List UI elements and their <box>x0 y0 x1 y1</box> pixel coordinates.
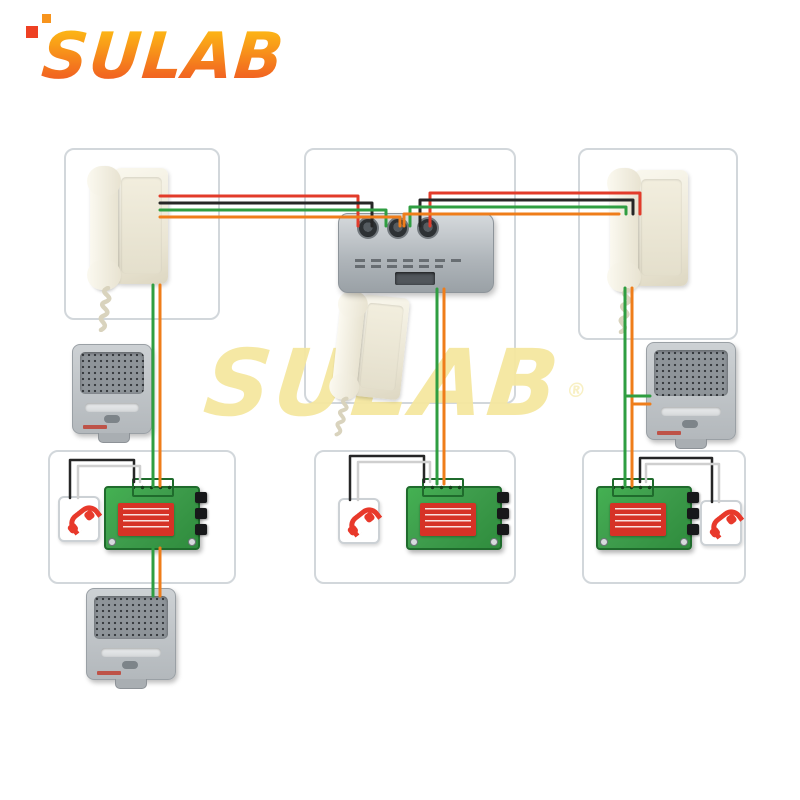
sulab-logo: SULAB <box>26 12 288 108</box>
speaker-slot <box>101 648 161 658</box>
logo-square-red-icon <box>26 26 38 38</box>
speaker-slot <box>85 402 139 412</box>
call-button <box>104 415 121 424</box>
pcb-connector <box>195 524 207 535</box>
connector-socket-icon <box>417 217 439 239</box>
telephone-icon-box-left <box>58 496 103 542</box>
speaker-station-right <box>646 342 736 449</box>
display-slot <box>395 272 435 285</box>
speaker-grille <box>654 350 728 397</box>
wall-handset-unit-top-left <box>87 166 172 332</box>
telephone-icon-box-center <box>338 498 383 544</box>
screw-icon <box>410 538 418 546</box>
pcb-module-left <box>104 478 207 550</box>
terminal-block <box>612 478 654 497</box>
mount-foot <box>115 679 148 689</box>
brand-label <box>97 671 121 675</box>
handset-cord <box>334 396 349 437</box>
pcb-connector <box>687 508 699 519</box>
registered-mark: ® <box>564 378 591 402</box>
pcb-connector <box>497 492 509 503</box>
telephone-handset-icon <box>702 504 745 541</box>
screw-icon <box>490 538 498 546</box>
wall-handset-unit-top-right <box>607 168 692 334</box>
master-control-box <box>338 213 494 293</box>
connector-socket-icon <box>387 217 409 239</box>
speaker-grille <box>80 352 144 395</box>
logo-text: SULAB <box>38 20 288 94</box>
pcb-connector <box>195 492 207 503</box>
terminal-block <box>422 478 464 497</box>
pcb-connector <box>497 524 509 535</box>
panel-marking <box>355 265 443 268</box>
pcb-red-label <box>420 503 476 536</box>
brand-label <box>657 431 681 435</box>
screw-icon <box>108 538 116 546</box>
pcb-connector <box>195 508 207 519</box>
handset-cord <box>618 288 632 334</box>
speaker-station-bottom <box>86 588 176 689</box>
telephone-handset-icon <box>60 500 103 537</box>
screw-icon <box>188 538 196 546</box>
screw-icon <box>680 538 688 546</box>
connector-socket-icon <box>357 217 379 239</box>
handset-receiver <box>87 166 121 290</box>
logo-square-orange-icon <box>42 14 51 23</box>
wall-handset-unit-center <box>328 290 414 437</box>
call-button <box>122 661 139 670</box>
mount-foot <box>675 439 708 449</box>
pcb-module-center <box>406 478 509 550</box>
handset-base-plate <box>114 168 168 284</box>
pcb-connector <box>687 492 699 503</box>
speaker-slot <box>661 406 721 416</box>
pcb-connector <box>687 524 699 535</box>
speaker-station-left <box>72 344 152 443</box>
panel-marking <box>355 259 465 262</box>
handset-cord <box>98 286 112 332</box>
terminal-block <box>132 478 174 497</box>
handset-receiver <box>607 168 641 292</box>
pcb-module-right <box>596 478 699 550</box>
handset-base-plate <box>634 170 688 286</box>
pcb-connector <box>497 508 509 519</box>
pcb-red-label <box>118 503 174 536</box>
call-button <box>682 420 699 429</box>
brand-label <box>83 425 107 429</box>
speaker-grille <box>94 596 168 640</box>
telephone-icon-box-right <box>700 500 745 546</box>
pcb-red-label <box>610 503 666 536</box>
mount-foot <box>97 433 130 443</box>
telephone-handset-icon <box>340 502 383 539</box>
screw-icon <box>600 538 608 546</box>
